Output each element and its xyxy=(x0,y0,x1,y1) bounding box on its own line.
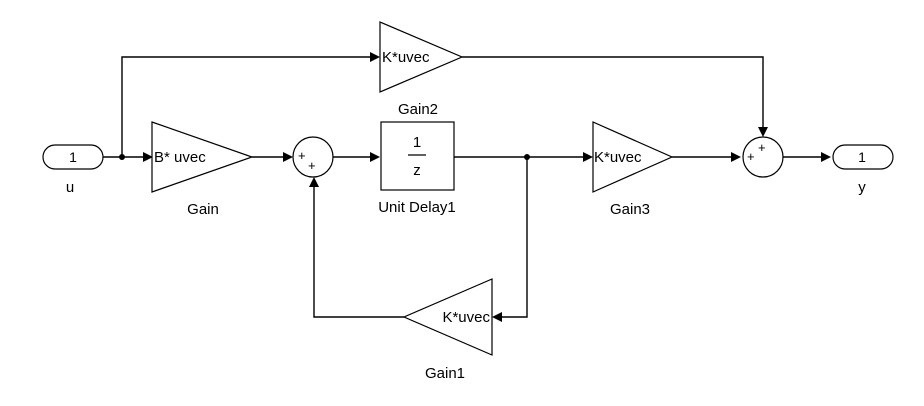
arrowhead-sum2-top xyxy=(758,127,768,137)
inport-name: u xyxy=(66,179,74,196)
outport-number: 1 xyxy=(858,149,866,165)
arrowhead-gain3-input xyxy=(583,152,593,162)
arrowhead-sum1-feedback xyxy=(309,177,319,187)
sum2-sign-top: + xyxy=(758,140,766,155)
wire-branch-to-gain1 xyxy=(502,157,528,318)
unit-delay-name: Unit Delay1 xyxy=(378,199,456,216)
sum2-sign-left: + xyxy=(747,149,755,164)
gain1-triangle xyxy=(402,278,493,356)
arrowhead-out-input xyxy=(821,152,831,162)
arrowhead-sum1-input xyxy=(283,152,293,162)
gain3-expression: K*uvec xyxy=(594,149,642,166)
gain3-name: Gain3 xyxy=(610,201,650,218)
gain-triangle xyxy=(151,121,254,193)
inport-number: 1 xyxy=(69,149,77,165)
unit-delay-denominator: z xyxy=(413,162,421,179)
arrowhead-delay-input xyxy=(370,152,380,162)
outport-name: y xyxy=(858,179,866,196)
sum2-block[interactable]: + + xyxy=(742,136,784,178)
outport-shape xyxy=(832,144,894,170)
gain1-block[interactable]: K*uvec Gain1 xyxy=(402,278,493,382)
sum1-sign-left: + xyxy=(298,148,306,163)
gain1-name: Gain1 xyxy=(425,365,465,382)
branch-point-input xyxy=(119,154,125,160)
gain3-block[interactable]: K*uvec Gain3 xyxy=(592,121,674,218)
gain-expression: B* uvec xyxy=(154,149,206,166)
arrowhead-gain2-input xyxy=(370,52,380,62)
unit-delay-numerator: 1 xyxy=(413,134,421,151)
gain1-expression: K*uvec xyxy=(442,309,490,326)
sum1-block[interactable]: + + xyxy=(292,136,334,178)
gain-block[interactable]: B* uvec Gain xyxy=(151,121,254,218)
signal-wires xyxy=(103,52,831,322)
unit-delay-block[interactable]: 1 z Unit Delay1 xyxy=(378,121,456,216)
gain2-name: Gain2 xyxy=(398,101,438,118)
wire-gain2-to-sum2 xyxy=(462,56,764,128)
unit-delay-rect xyxy=(380,121,455,191)
inport-shape xyxy=(42,144,104,170)
inport-u[interactable]: 1 u xyxy=(42,144,104,196)
branch-point-state xyxy=(524,154,530,160)
sum1-sign-bottom: + xyxy=(308,158,316,173)
gain-name: Gain xyxy=(187,201,219,218)
gain2-expression: K*uvec xyxy=(382,49,430,66)
arrowhead-gain-input xyxy=(143,152,153,162)
arrowhead-gain1-input xyxy=(492,312,502,322)
gain2-block[interactable]: K*uvec Gain2 xyxy=(379,21,464,118)
wire-gain1-to-sum1 xyxy=(313,186,404,318)
gain3-triangle xyxy=(592,121,674,193)
outport-y[interactable]: 1 y xyxy=(832,144,894,196)
sum1-circle xyxy=(292,136,334,178)
sum2-circle xyxy=(742,136,784,178)
gain2-triangle xyxy=(379,21,464,93)
arrowhead-sum2-input xyxy=(731,152,741,162)
wire-branch-to-gain2 xyxy=(121,56,372,157)
